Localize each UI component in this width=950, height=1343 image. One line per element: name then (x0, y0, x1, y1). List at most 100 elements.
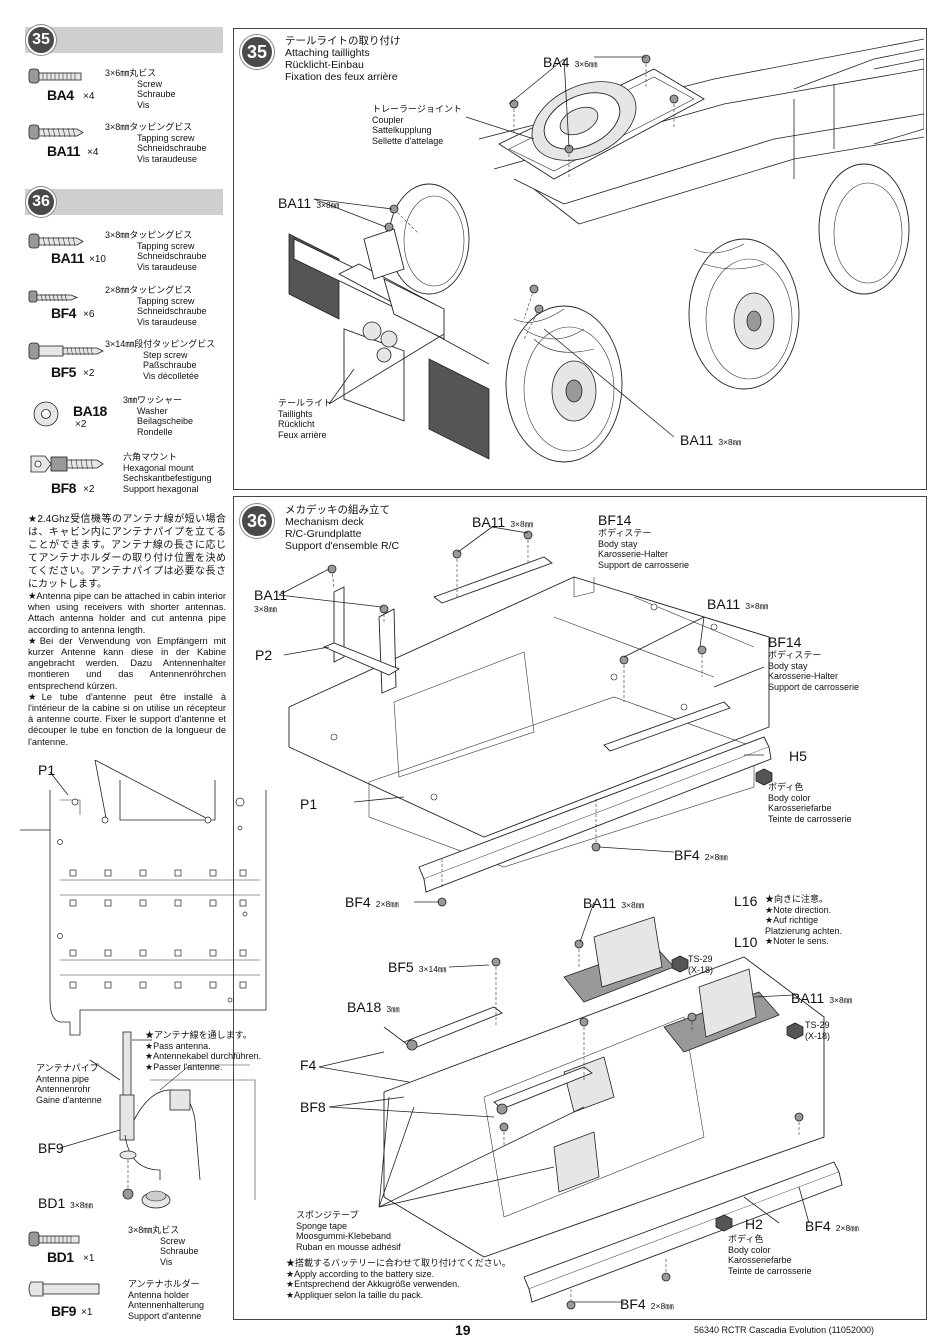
part-code: BD1 (47, 1249, 74, 1265)
part-row-ba4: BA4 ×4 3×6㎜丸ビス Screw Schraube Vis (25, 64, 225, 110)
desc-fr: Vis taraudeuse (137, 261, 197, 272)
s36-p2-label: P2 (255, 647, 273, 663)
desc-jp: 3×6㎜丸ビス (105, 68, 157, 78)
antenna-pipe-label: アンテナパイプ Antenna pipe Antennenrohr Gaine … (36, 1063, 102, 1105)
desc-de: Schraube (137, 89, 176, 99)
s36-bf14-text: ボディステー Body stay Karosserie-Halter Suppo… (768, 650, 860, 692)
s36-note-direction: ★向きに注意。 ★Note direction. ★Auf richtige P… (765, 894, 843, 946)
callout-size: 3×8㎜ (510, 519, 534, 529)
part-qty: ×6 (83, 309, 95, 320)
step35-ba4-callout: BA4 3×6㎜ (543, 52, 597, 71)
bd1-label: BD1 (38, 1195, 66, 1211)
step-number-35: 35 (26, 25, 56, 55)
callout-code: BF4 (674, 847, 700, 863)
part-qty: ×2 (83, 484, 95, 495)
part-row-ba11: BA11 ×10 3×8㎜タッピングビス Tapping screw Schne… (25, 229, 225, 274)
desc-fr: Support hexagonal (123, 483, 199, 494)
step-35-panel (233, 28, 927, 490)
part-row-ba18: BA18 ×2 3㎜ワッシャー Washer Beilagscheibe Ron… (25, 393, 225, 438)
title-de: Rücklicht-Einbau (285, 59, 364, 71)
desc-fr: Support d'antenne (128, 1310, 202, 1321)
desc-jp: 3×8㎜タッピングビス (105, 122, 193, 132)
step-35-title: テールライトの取り付け Attaching taillights Rücklic… (285, 35, 401, 83)
callout-size: 3×8㎜ (316, 200, 340, 210)
s36-ba11-callout: BA11 3×8㎜ (472, 512, 533, 531)
desc-de: Schneidschraube (137, 306, 207, 316)
desc-jp: アンテナホルダー (128, 1279, 200, 1289)
part-desc: アンテナホルダー Antenna holder Antennenhalterun… (128, 1279, 204, 1321)
step-36-number: 36 (240, 504, 274, 538)
s36-sponge-label: スポンジテープ Sponge tape Moosgummi-Klebeband … (296, 1210, 401, 1252)
desc-fr: Vis (160, 1256, 173, 1267)
part-row-bf5: BF5 ×2 3×14㎜段付タッピングビス Step screw Paßschr… (25, 338, 235, 383)
step-35-number: 35 (240, 35, 274, 69)
step-36-title: メカデッキの組み立て Mechanism deck R/C-Grundplatt… (285, 504, 399, 552)
s36-ba18-callout: BA18 3㎜ (347, 997, 400, 1016)
desc-de: Schneidschraube (137, 251, 207, 261)
step-36-drawing (278, 526, 843, 1310)
part-code: BA11 (51, 250, 85, 266)
callout-size: 3×8㎜ (745, 601, 769, 611)
callout-code: BA11 (278, 195, 312, 211)
part-desc: 六角マウント Hexagonal mount Sechskantbefestig… (123, 452, 212, 494)
antenna-diagram (20, 760, 267, 1209)
tapping-screw-icon (28, 290, 79, 303)
s36-bf8-label: BF8 (300, 1099, 326, 1115)
desc-en: Hexagonal mount (123, 462, 194, 473)
s36-h5-label: H5 (789, 748, 807, 764)
bd1-size: 3×8㎜ (70, 1200, 93, 1210)
s36-bf5-callout: BF5 3×14㎜ (388, 957, 446, 976)
part-desc: 3㎜ワッシャー Washer Beilagscheibe Rondelle (123, 395, 193, 437)
callout-size: 3×8㎜ (718, 437, 742, 447)
desc-jp: 2×8㎜タッピングビス (105, 285, 193, 295)
desc-jp: 六角マウント (123, 452, 178, 462)
callout-code: BA11 (680, 432, 714, 448)
callout-code: BA11 (583, 895, 617, 911)
desc-fr: Rondelle (137, 426, 173, 437)
footer-product: 56340 RCTR Cascadia Evolution (11052000) (694, 1325, 874, 1335)
s36-bf4-callout: BF4 2×8㎜ (620, 1294, 674, 1313)
product-code: (11052000) (828, 1325, 874, 1335)
desc-fr: Vis taraudeuse (137, 153, 197, 164)
part-desc: 3×6㎜丸ビス Screw Schraube Vis (105, 68, 176, 110)
callout-code: BF4 (345, 894, 371, 910)
part-qty: ×2 (83, 368, 95, 379)
callout-code: BF4 (620, 1296, 646, 1312)
part-code: BA11 (47, 143, 81, 159)
s36-body-color: ボディ色 Body color Karosseriefarbe Teinte d… (768, 782, 852, 824)
part-code: BA4 (47, 87, 74, 103)
s36-battery-note: ★搭載するバッテリーに合わせて取り付けてください。 ★Apply accordi… (286, 1258, 511, 1300)
step-36-panel (233, 496, 927, 1320)
parts-header-36 (25, 189, 223, 215)
title-fr: Fixation des feux arrière (285, 71, 398, 83)
note-de: ★Bei der Verwendung von Empfängern mit k… (28, 635, 226, 691)
s36-h2-label: H2 (745, 1216, 763, 1232)
taillight-label: テールライト Taillights Rücklicht Feux arrière (278, 398, 333, 440)
callout-size: 3×8㎜ (621, 900, 645, 910)
page-number: 19 (455, 1322, 471, 1338)
antenna-holder-icon (28, 1281, 100, 1297)
step-35-drawing (288, 38, 924, 463)
desc-en: Screw (160, 1235, 186, 1246)
note-fr: ★Le tube d'antenne peut être installé à … (28, 691, 226, 747)
part-qty: ×10 (89, 254, 106, 265)
part-row-bf8: BF8 ×2 六角マウント Hexagonal mount Sechskantb… (25, 450, 235, 498)
screw-icon (28, 68, 82, 84)
desc-de: Antennenhalterung (128, 1300, 205, 1310)
part-desc: 3×8㎜丸ビス Screw Schraube Vis (128, 1225, 199, 1267)
part-qty: ×2 (75, 419, 87, 430)
part-qty: ×4 (87, 147, 99, 158)
desc-en: Tapping screw (137, 132, 195, 143)
part-code: BF9 (51, 1303, 76, 1319)
desc-jp: 3㎜ワッシャー (123, 395, 183, 405)
desc-en: Step screw (143, 349, 188, 360)
desc-de: Schraube (160, 1246, 199, 1256)
part-qty: ×1 (83, 1253, 95, 1264)
step35-ba11-callout: BA11 3×8㎜ (680, 430, 741, 449)
part-desc: 3×8㎜タッピングビス Tapping screw Schneidschraub… (105, 122, 207, 164)
desc-en: Antenna holder (128, 1289, 190, 1300)
callout-code: BF4 (805, 1218, 831, 1234)
part-row-bf4: BF4 ×6 2×8㎜タッピングビス Tapping screw Schneid… (25, 285, 225, 330)
pass-antenna-note: ★アンテナ線を通します。 ★Pass antenna. ★Antennekabe… (145, 1030, 262, 1072)
coupler-label: トレーラージョイント Coupler Sattelkupplung Sellet… (372, 104, 462, 146)
